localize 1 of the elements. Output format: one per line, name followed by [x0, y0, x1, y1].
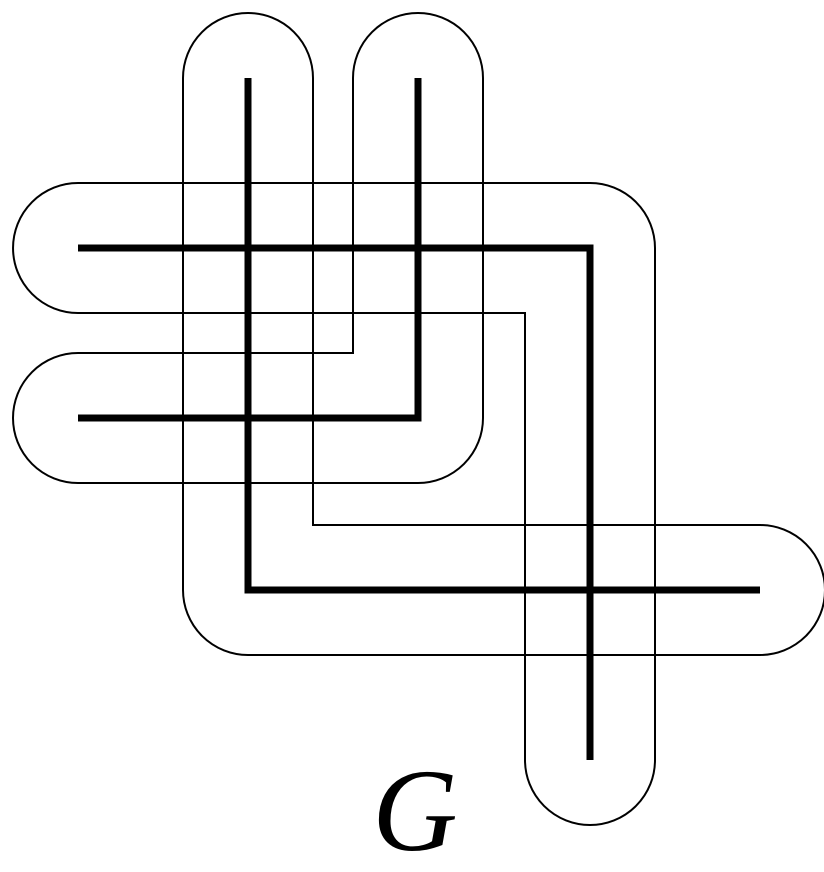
graph-name-label: G: [371, 752, 459, 870]
